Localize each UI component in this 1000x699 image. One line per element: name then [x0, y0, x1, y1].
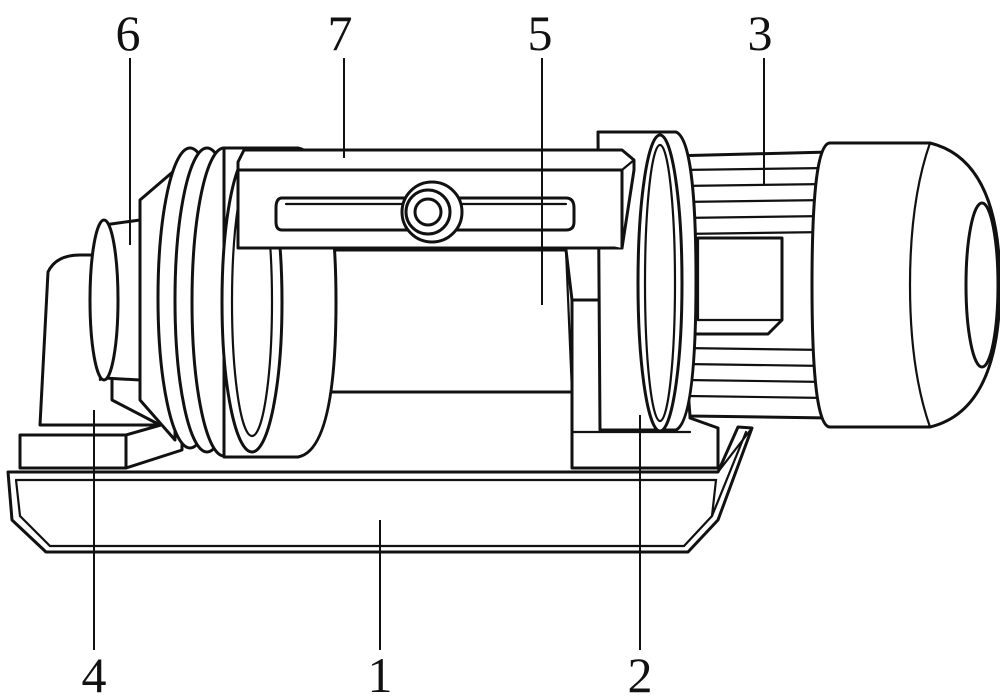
callout-4: 4 [82, 647, 107, 699]
base-plate [6, 425, 754, 554]
callout-7: 7 [328, 5, 353, 61]
connecting-bar [236, 148, 636, 250]
callout-6: 6 [116, 5, 141, 61]
electric-motor [668, 141, 1000, 429]
callout-1: 1 [368, 647, 393, 699]
callout-2: 2 [628, 647, 653, 699]
callout-5: 5 [528, 5, 553, 61]
callout-3: 3 [748, 5, 773, 61]
callout-labels: 1 2 3 4 5 6 7 [82, 5, 773, 699]
leader-lines [93, 58, 765, 650]
